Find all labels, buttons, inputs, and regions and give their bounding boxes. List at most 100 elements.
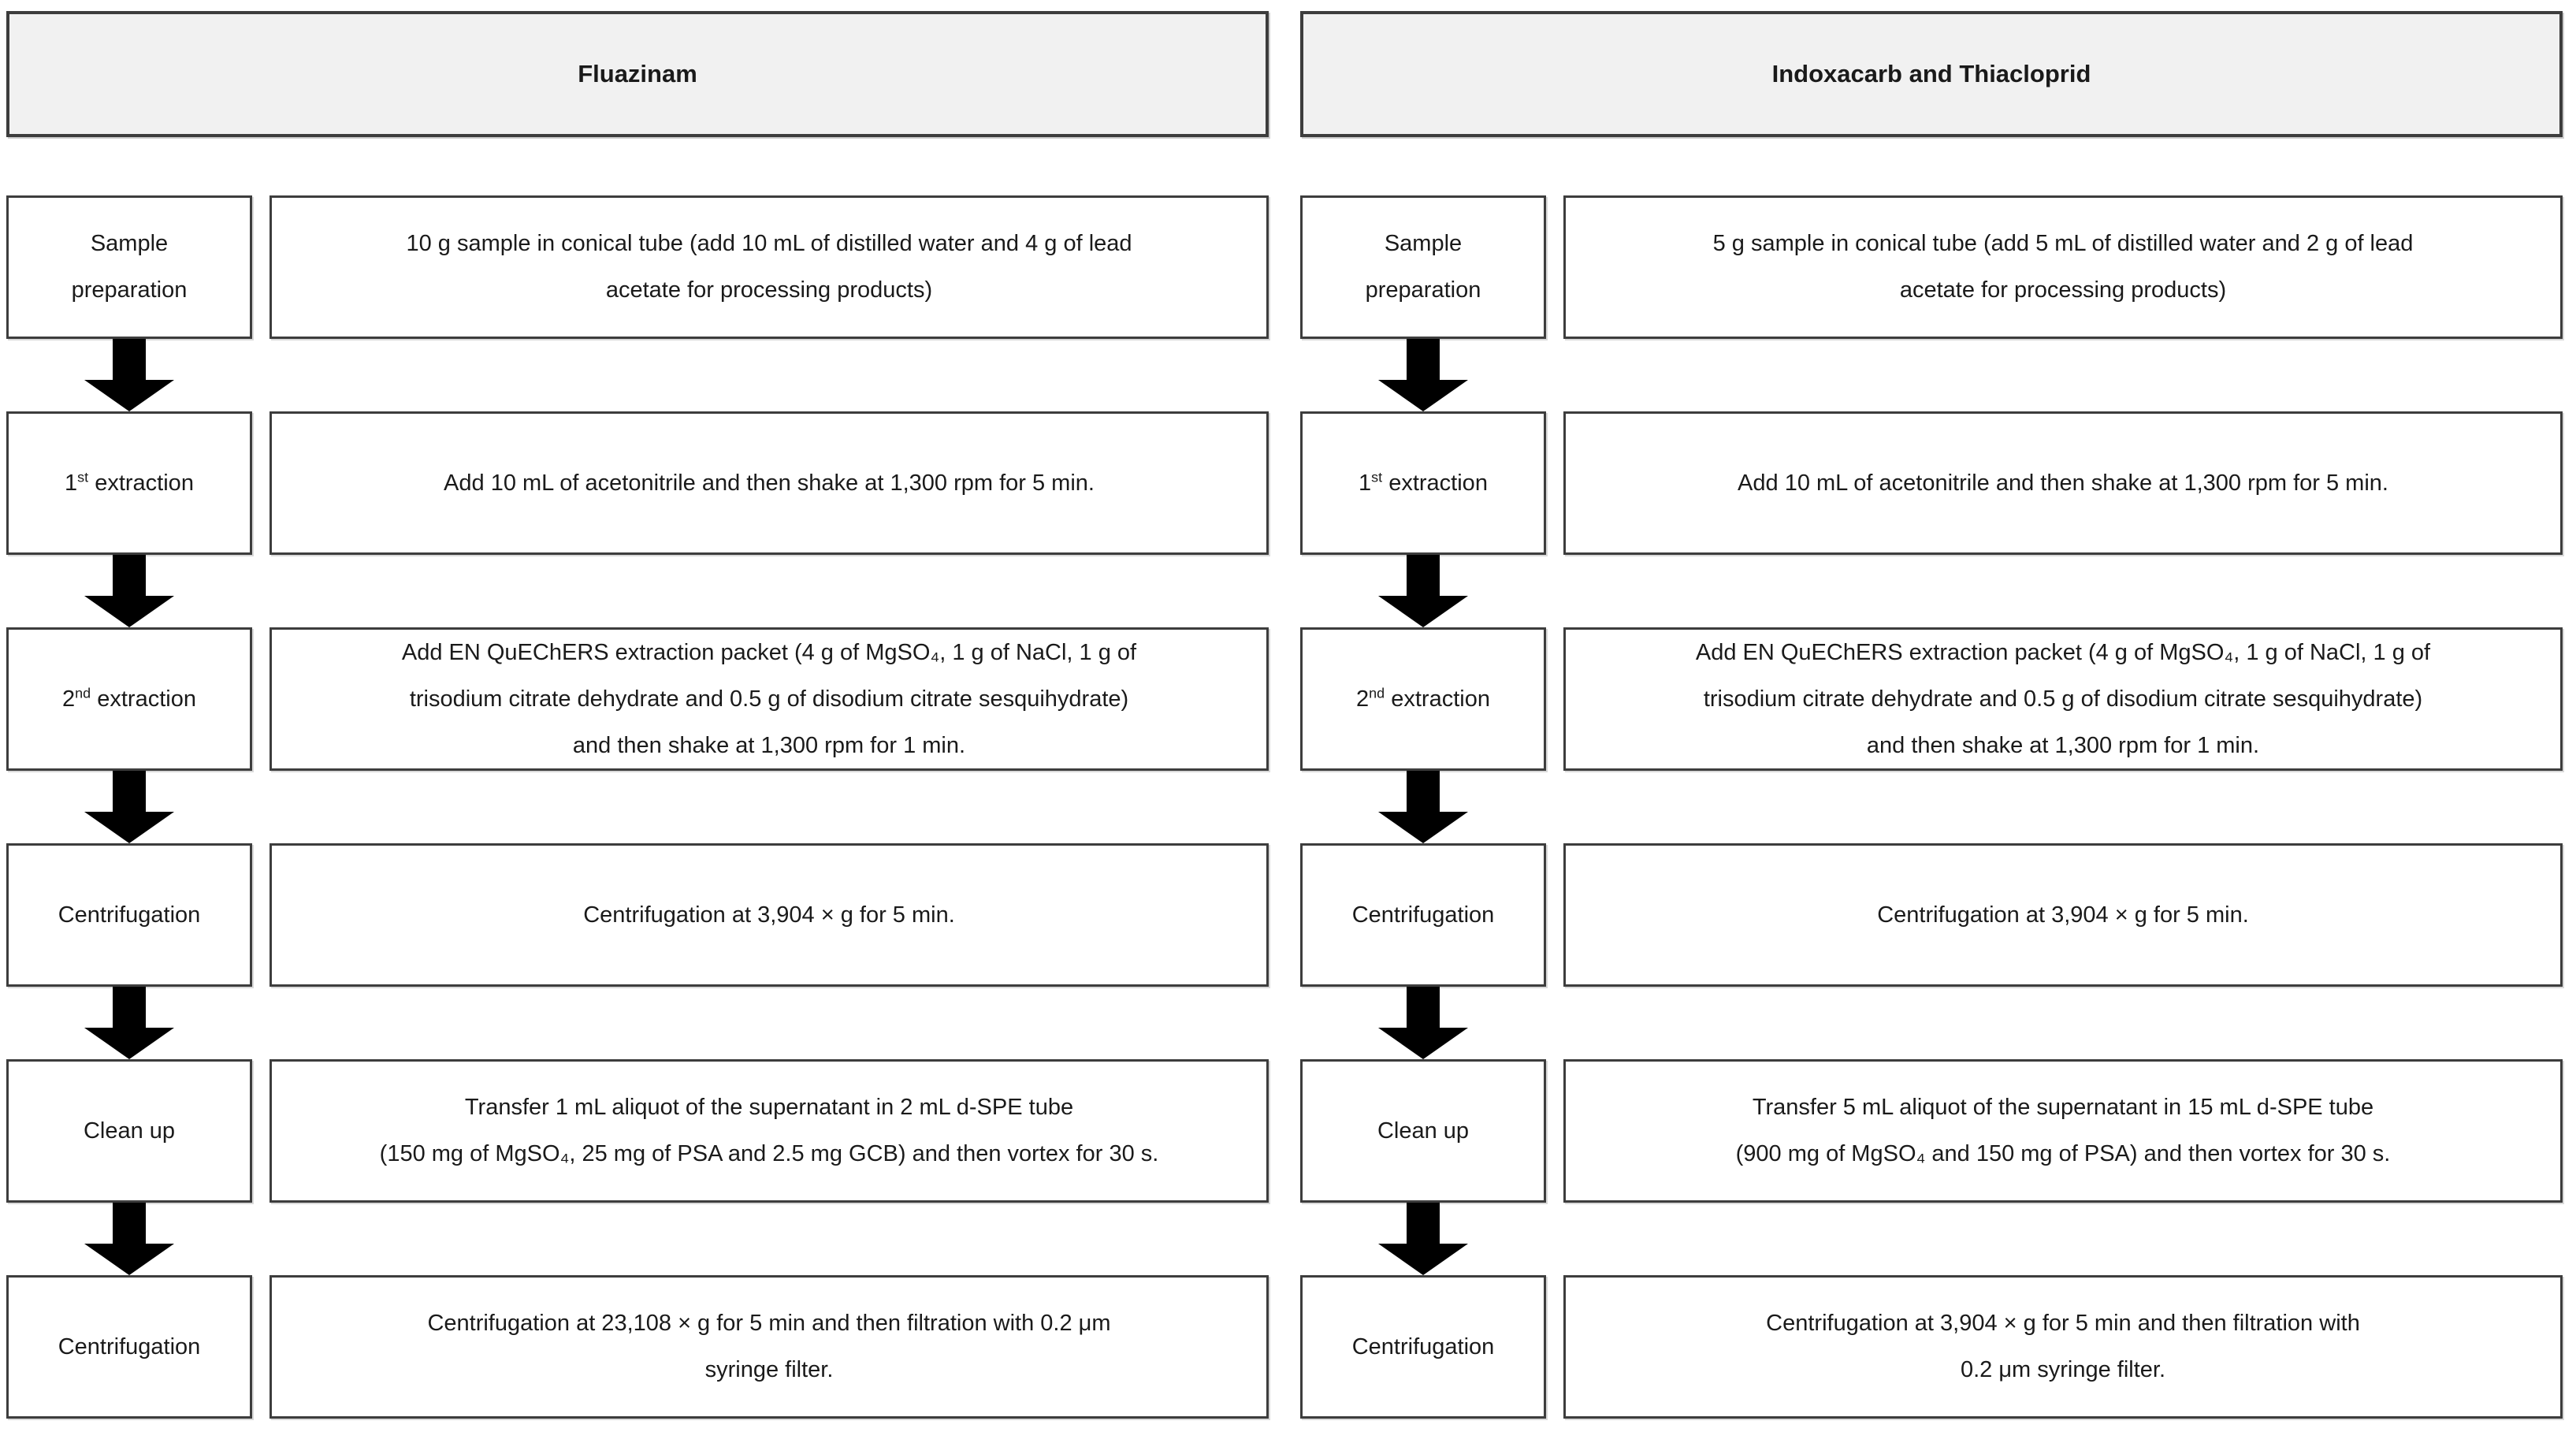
step-label-box: 1st extraction: [1300, 411, 1546, 555]
text-line: Centrifugation at 3,904 × g for 5 min.: [1877, 902, 2249, 928]
flow-row: Centrifugation Centrifugation at 23,108 …: [6, 1275, 1269, 1419]
step-description-box: Add 10 mL of acetonitrile and then shake…: [1563, 411, 2563, 555]
text-line: 2nd extraction: [62, 684, 196, 712]
text-line: (150 mg of MgSO₄, 25 mg of PSA and 2.5 m…: [379, 1141, 1159, 1166]
arrow-stem: [113, 555, 146, 596]
step-label-box: Sample preparation: [6, 195, 252, 339]
text-line: preparation: [1365, 277, 1481, 303]
step-description-box: Centrifugation at 23,108 × g for 5 min a…: [269, 1275, 1269, 1419]
step-label-box: Centrifugation: [1300, 1275, 1546, 1419]
text-line: Centrifugation: [1351, 902, 1495, 928]
down-arrow: [6, 771, 252, 843]
text-line: Centrifugation: [58, 902, 201, 928]
flow-row: 2nd extraction Add EN QuEChERS extractio…: [6, 627, 1269, 771]
flow-row: Clean up Transfer 5 mL aliquot of the su…: [1300, 1059, 2563, 1203]
arrow-head: [84, 1028, 174, 1059]
step-description-box: Add 10 mL of acetonitrile and then shake…: [269, 411, 1269, 555]
arrow-stem: [113, 771, 146, 812]
flow-row: Centrifugation Centrifugation at 3,904 ×…: [6, 843, 1269, 987]
step-label-box: Centrifugation: [6, 1275, 252, 1419]
down-arrow: [6, 987, 252, 1059]
arrow-stem: [113, 339, 146, 380]
flow-row: Centrifugation Centrifugation at 3,904 ×…: [1300, 843, 2563, 987]
arrow-stem: [1407, 1203, 1440, 1244]
text-line: 2nd extraction: [1356, 684, 1490, 712]
step-label-box: 1st extraction: [6, 411, 252, 555]
text-line: trisodium citrate dehydrate and 0.5 g of…: [409, 686, 1129, 712]
step-label-box: Sample preparation: [1300, 195, 1546, 339]
arrow-head: [1378, 380, 1468, 411]
text-line: Sample: [1384, 231, 1463, 256]
step-description-box: Centrifugation at 3,904 × g for 5 min.: [269, 843, 1269, 987]
step-label-box: Centrifugation: [6, 843, 252, 987]
flow-row: Clean up Transfer 1 mL aliquot of the su…: [6, 1059, 1269, 1203]
arrow-stem: [1407, 555, 1440, 596]
text-line: syringe filter.: [704, 1357, 834, 1382]
flow-row: Sample preparation 10 g sample in conical…: [6, 195, 1269, 339]
text-line: (900 mg of MgSO₄ and 150 mg of PSA) and …: [1735, 1141, 2391, 1166]
step-description-box: Add EN QuEChERS extraction packet (4 g o…: [269, 627, 1269, 771]
column-header: Fluazinam: [6, 11, 1269, 137]
arrow-head: [1378, 1244, 1468, 1275]
down-arrow: [6, 1203, 252, 1275]
step-label-box: Clean up: [6, 1059, 252, 1203]
step-description-box: 5 g sample in conical tube (add 5 mL of …: [1563, 195, 2563, 339]
down-arrow: [1300, 339, 1546, 411]
text-line: Transfer 1 mL aliquot of the supernatant…: [464, 1095, 1074, 1120]
text-line: acetate for processing products): [1899, 277, 2227, 303]
down-arrow: [6, 555, 252, 627]
flow-row: 1st extraction Add 10 mL of acetonitrile…: [6, 411, 1269, 555]
arrow-stem: [1407, 771, 1440, 812]
arrow-stem: [113, 987, 146, 1028]
arrow-head: [84, 812, 174, 843]
text-line: Add EN QuEChERS extraction packet (4 g o…: [401, 639, 1137, 665]
arrow-stem: [113, 1203, 146, 1244]
column-indoxacarb-thiacloprid: Indoxacarb and Thiacloprid Sample prepara…: [1300, 11, 2563, 1419]
text-line: and then shake at 1,300 rpm for 1 min.: [1866, 732, 2260, 758]
text-line: 1st extraction: [1359, 468, 1488, 496]
column-header: Indoxacarb and Thiacloprid: [1300, 11, 2563, 137]
text-line: 10 g sample in conical tube (add 10 mL o…: [406, 231, 1132, 256]
text-line: 1st extraction: [65, 468, 194, 496]
arrow-stem: [1407, 339, 1440, 380]
text-line: Clean up: [1377, 1118, 1470, 1144]
column-fluazinam: Fluazinam Sample preparation 10 g sample …: [6, 11, 1269, 1419]
arrow-head: [84, 1244, 174, 1275]
arrow-head: [84, 596, 174, 627]
step-description-box: Centrifugation at 3,904 × g for 5 min.: [1563, 843, 2563, 987]
flow-row: 2nd extraction Add EN QuEChERS extractio…: [1300, 627, 2563, 771]
text-line: Add 10 mL of acetonitrile and then shake…: [1738, 470, 2388, 496]
down-arrow: [6, 339, 252, 411]
step-label-box: Clean up: [1300, 1059, 1546, 1203]
down-arrow: [1300, 987, 1546, 1059]
text-line: Centrifugation: [1351, 1333, 1495, 1359]
text-line: Centrifugation at 3,904 × g for 5 min.: [583, 902, 955, 928]
text-line: Centrifugation at 3,904 × g for 5 min an…: [1766, 1311, 2360, 1336]
down-arrow: [1300, 1203, 1546, 1275]
text-line: trisodium citrate dehydrate and 0.5 g of…: [1703, 686, 2423, 712]
flow-row: Centrifugation Centrifugation at 3,904 ×…: [1300, 1275, 2563, 1419]
text-line: Transfer 5 mL aliquot of the supernatant…: [1752, 1095, 2374, 1120]
text-line: Clean up: [83, 1118, 176, 1144]
text-line: acetate for processing products): [605, 277, 933, 303]
arrow-head: [1378, 812, 1468, 843]
text-line: and then shake at 1,300 rpm for 1 min.: [572, 732, 966, 758]
step-label-box: 2nd extraction: [6, 627, 252, 771]
down-arrow: [1300, 555, 1546, 627]
text-line: Add 10 mL of acetonitrile and then shake…: [444, 470, 1095, 496]
step-description-box: 10 g sample in conical tube (add 10 mL o…: [269, 195, 1269, 339]
step-label-box: Centrifugation: [1300, 843, 1546, 987]
step-description-box: Transfer 1 mL aliquot of the supernatant…: [269, 1059, 1269, 1203]
arrow-head: [1378, 596, 1468, 627]
text-line: preparation: [71, 277, 188, 303]
text-line: Sample: [90, 231, 169, 256]
text-line: Centrifugation at 23,108 × g for 5 min a…: [427, 1311, 1111, 1336]
step-description-box: Transfer 5 mL aliquot of the supernatant…: [1563, 1059, 2563, 1203]
step-description-box: Add EN QuEChERS extraction packet (4 g o…: [1563, 627, 2563, 771]
flow-row: Sample preparation 5 g sample in conical …: [1300, 195, 2563, 339]
arrow-stem: [1407, 987, 1440, 1028]
arrow-head: [84, 380, 174, 411]
arrow-head: [1378, 1028, 1468, 1059]
text-line: 0.2 μm syringe filter.: [1960, 1357, 2166, 1382]
text-line: Add EN QuEChERS extraction packet (4 g o…: [1695, 639, 2431, 665]
